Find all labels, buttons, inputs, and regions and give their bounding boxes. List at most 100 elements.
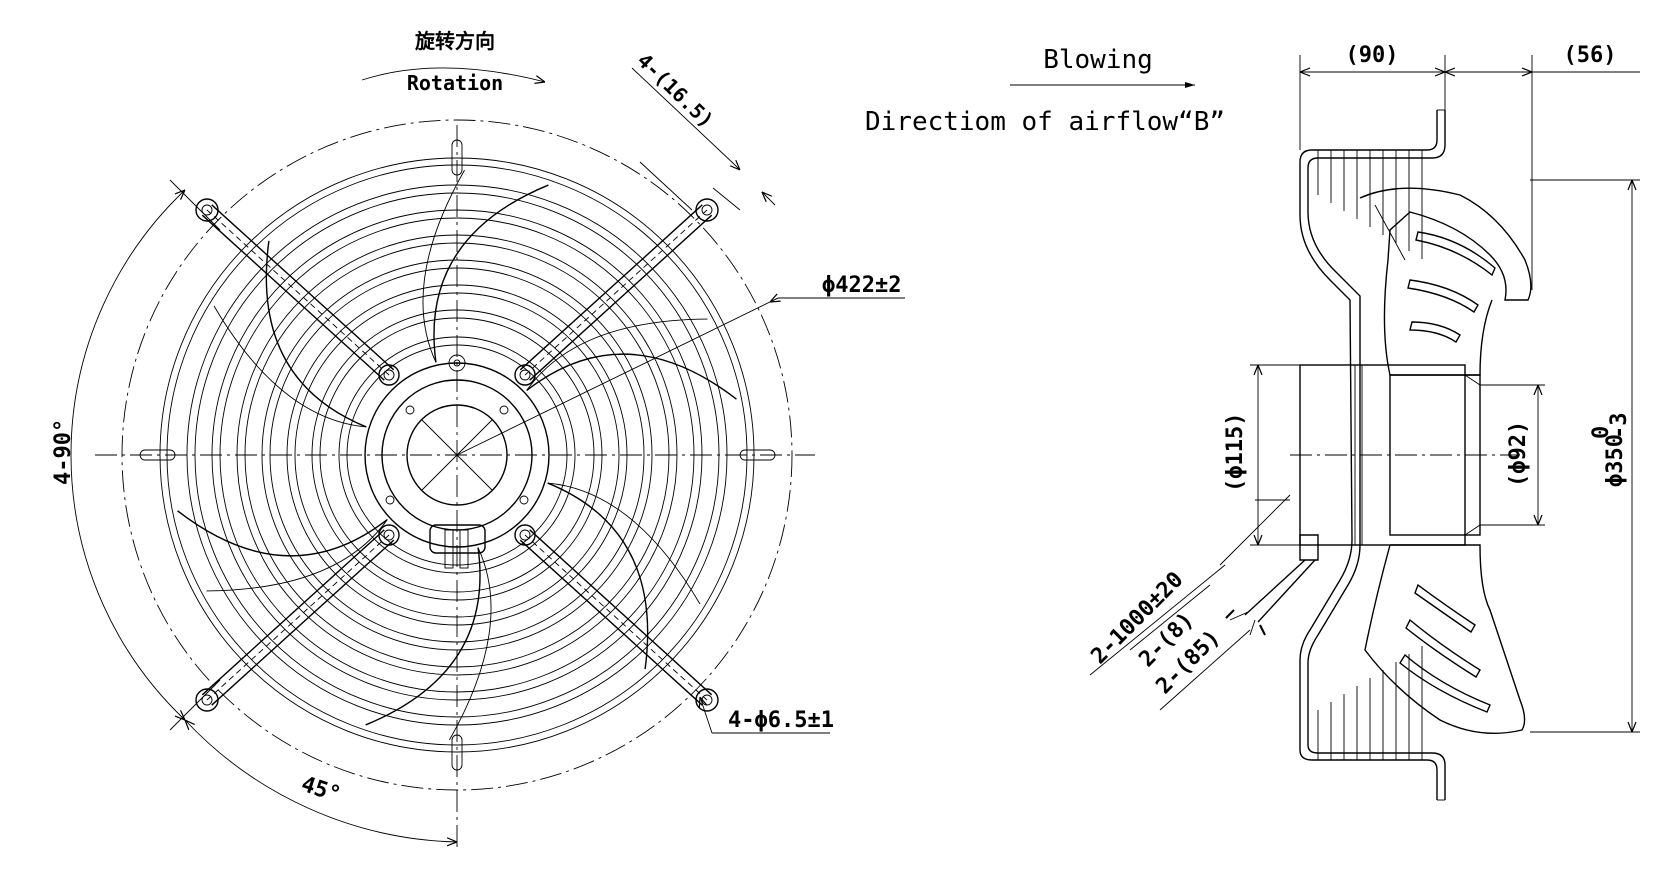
- hub-screw: [499, 405, 509, 415]
- mounting-arm-centre: [206, 534, 390, 701]
- ext-line: [639, 161, 693, 211]
- blade-edge-curve: [547, 482, 701, 605]
- guard-ring: [244, 242, 670, 668]
- blade-diameter-label: ϕ350 0 -3: [1589, 413, 1632, 488]
- blade-upper-profile: [1359, 187, 1532, 376]
- airflow-title: Blowing: [1043, 45, 1153, 75]
- mounting-hole: [701, 204, 713, 216]
- mounting-hole-boss: [695, 688, 719, 712]
- blade-edge-curve: [526, 353, 737, 400]
- guard-ring: [346, 344, 568, 566]
- arm-hub-boss: [378, 524, 400, 546]
- hole-leader: [700, 697, 713, 734]
- guard-ring: [286, 284, 628, 626]
- guard-frame-inner: [1307, 110, 1446, 800]
- blade-edge-curve: [449, 547, 492, 741]
- blade-lower-profile: [1364, 544, 1526, 734]
- arm-hub-bolt: [383, 529, 395, 541]
- arm-hub-bolt: [519, 369, 531, 381]
- mounting-arm-edge: [201, 529, 385, 696]
- blade-slot: [1409, 321, 1461, 343]
- hub-chamfer: [1464, 374, 1481, 386]
- mounting-arm-edge: [519, 204, 703, 371]
- dim-arrow: [735, 165, 740, 170]
- mounting-hole-boss: [195, 688, 219, 712]
- hole-spacing-label: 4-(16.5): [633, 48, 719, 132]
- blade-edge-curve: [213, 305, 367, 428]
- mounting-hole: [201, 204, 213, 216]
- guard-ring: [269, 267, 645, 643]
- hub-mid: [381, 379, 533, 531]
- blade-edge-curve: [422, 169, 465, 363]
- blade-angle-label: 45°: [298, 772, 344, 808]
- mounting-arm-centre: [524, 534, 708, 701]
- diameter-leader: [456, 297, 779, 456]
- mounting-arm-edge: [201, 214, 385, 381]
- blade-tol-lower: -3: [1607, 413, 1632, 440]
- angle-45-arc: [185, 720, 457, 842]
- rotation-label-cn: 旋转方向: [414, 29, 495, 53]
- guard-rings: [159, 157, 755, 753]
- hub-screw: [405, 405, 415, 415]
- mounting-arm-edge: [211, 204, 395, 371]
- guard-ring: [338, 336, 576, 574]
- front-view: 旋转方向 Rotation 4-(16.5) ϕ422±2 4-90° 45° …: [51, 29, 905, 850]
- blade-edge-curve: [365, 547, 481, 726]
- arm-hub-boss: [514, 364, 536, 386]
- cable-gland: [429, 524, 486, 554]
- guard-ring: [211, 209, 703, 701]
- blade-edge-curve: [526, 318, 708, 391]
- cable-a-leader: [1129, 584, 1211, 651]
- blade-edge: [1374, 204, 1406, 261]
- rotation-arrow: [361, 67, 545, 82]
- guard-frame-outline: [1299, 110, 1438, 800]
- blade-slot: [1414, 583, 1476, 634]
- blade-edge-curve: [433, 184, 549, 363]
- diameter-arrow: [770, 298, 778, 302]
- mount-angle-label: 4-90°: [51, 419, 76, 485]
- blade-slot: [1407, 279, 1479, 314]
- guard-ring: [219, 217, 695, 693]
- wire-tip: [1225, 609, 1235, 619]
- rotation-label-en: Rotation: [407, 71, 503, 95]
- motor-diameter-label: (ϕ115): [1223, 413, 1248, 492]
- blade-tol-upper: 0: [1589, 426, 1614, 439]
- ring-clip: [739, 449, 776, 461]
- bolt-hole-label: 4-ϕ6.5±1: [728, 708, 834, 733]
- hub-lug-top-hole: [453, 359, 461, 367]
- cable: [1244, 559, 1306, 616]
- guard-ring: [261, 259, 653, 651]
- hub-diameter-label: (ϕ92): [1506, 421, 1531, 487]
- depth-blade-label: (56): [1564, 43, 1617, 68]
- guard-ring: [311, 309, 603, 601]
- ext-line: [169, 679, 221, 731]
- blade-edge-curve: [177, 510, 388, 557]
- arm-hub-boss: [378, 364, 400, 386]
- mounting-hole-boss: [195, 198, 219, 222]
- wire-end: [1229, 611, 1249, 621]
- cable-gland-side: [1299, 534, 1319, 561]
- hub-outer: [364, 362, 550, 548]
- ext-line: [1219, 494, 1291, 566]
- hub-chamfer: [1464, 524, 1481, 536]
- guard-ring: [319, 317, 595, 593]
- blade-slot: [1405, 618, 1481, 678]
- cable: [1257, 559, 1316, 623]
- arm-hub-bolt: [383, 369, 395, 381]
- depth-guard-label: (90): [1346, 43, 1399, 68]
- guard-spokes: [1317, 150, 1423, 760]
- mounting-arm-edge: [529, 529, 713, 696]
- blade-edge-curve: [206, 519, 388, 592]
- dim-arrow: [762, 192, 776, 206]
- blade-slot: [1399, 653, 1491, 713]
- dim-line: [631, 67, 736, 166]
- mounting-arm-edge: [211, 539, 395, 706]
- ext-line: [169, 179, 221, 231]
- side-view: Blowing Directiom of airflow“B” (90) (56…: [865, 43, 1640, 801]
- ring-clip: [451, 139, 463, 176]
- guard-ring: [294, 292, 620, 618]
- guard-ring: [236, 234, 678, 676]
- ext-line: [712, 187, 741, 211]
- mounting-hole: [201, 694, 213, 706]
